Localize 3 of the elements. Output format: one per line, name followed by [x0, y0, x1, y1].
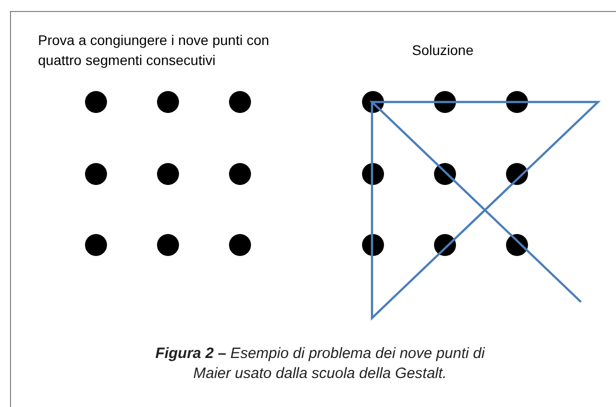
instruction-text: Prova a congiungere i nove punti con quattro segmenti consecutivi	[38, 31, 270, 70]
figure-caption: Figura 2 – Esempio di problema dei nove punti di Maier usato dalla scuola della Gestalt.	[154, 344, 486, 384]
solution-heading: Soluzione	[412, 41, 474, 60]
